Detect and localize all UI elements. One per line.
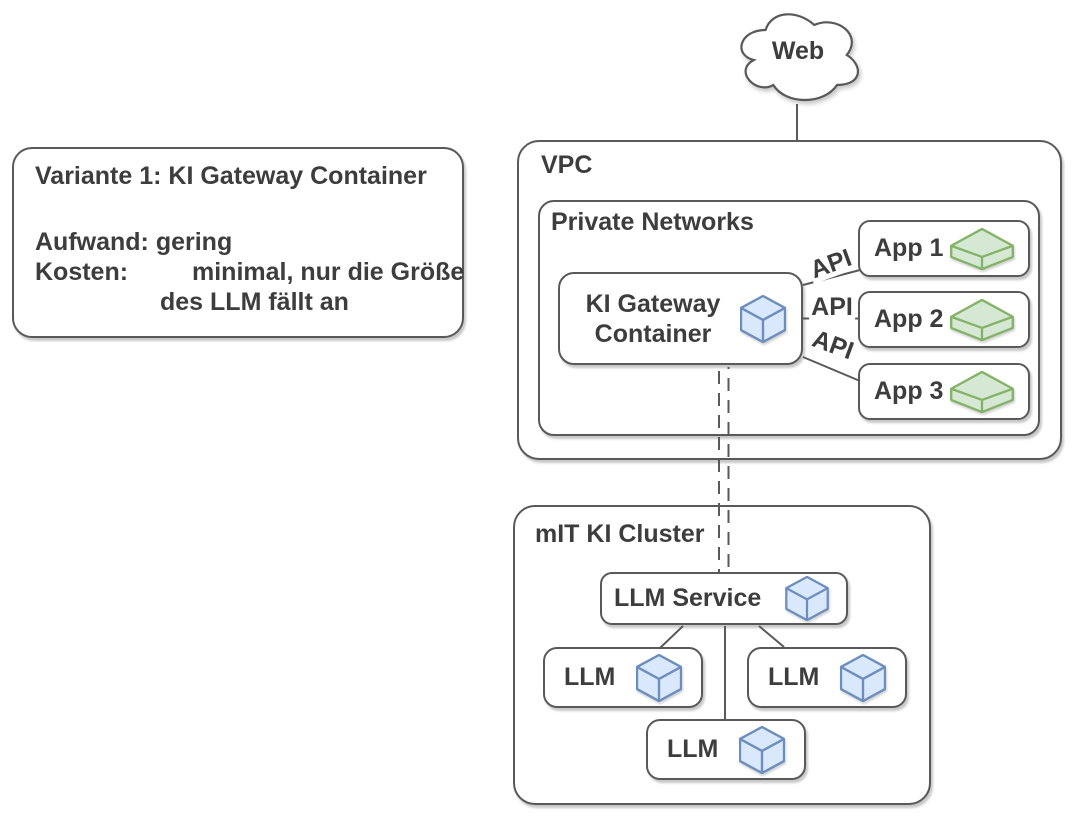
llm-node-3: LLM	[646, 719, 806, 780]
gateway-label-line2: Container	[594, 319, 712, 348]
web-cloud-label: Web	[771, 36, 825, 65]
kosten-value: minimal, nur die Größe	[192, 258, 465, 286]
app-2-node: App 2	[858, 291, 1030, 348]
ki-gateway-container-node: KI Gateway Container	[558, 272, 803, 365]
web-cloud-shape	[740, 13, 860, 102]
cloud-icon	[740, 13, 860, 102]
app-3-label: App 3	[874, 377, 944, 405]
llm-service-label: LLM Service	[614, 584, 762, 612]
api-edge-label-2: API	[809, 293, 855, 321]
llm-2-label: LLM	[768, 663, 820, 691]
llm-1-label: LLM	[564, 663, 616, 691]
llm-node-1: LLM	[543, 647, 703, 708]
note-row-aufwand: Aufwand: gering	[35, 227, 444, 257]
app-2-label: App 2	[874, 305, 944, 333]
cube-icon	[636, 653, 682, 702]
llm-node-2: LLM	[747, 647, 907, 708]
cluster-label: mIT KI Cluster	[535, 520, 705, 548]
note-box: Variante 1: KI Gateway Container Aufwand…	[12, 147, 464, 338]
app-1-node: App 1	[858, 220, 1030, 277]
kosten-label: Kosten:	[35, 258, 129, 286]
gateway-label-line1: KI Gateway	[585, 289, 721, 318]
vpc-label: VPC	[541, 151, 593, 179]
private-networks-label: Private Networks	[551, 208, 754, 236]
cube-icon	[840, 653, 886, 702]
llm-service-node: LLM Service	[600, 572, 848, 625]
app-slab-icon	[950, 227, 1014, 270]
note-row-kosten: Kosten: minimal, nur die Größe	[35, 257, 464, 287]
note-title: Variante 1: KI Gateway Container	[35, 162, 427, 190]
kosten-value-line2: des LLM fällt an	[160, 288, 349, 316]
cube-icon	[740, 294, 786, 343]
app-3-node: App 3	[858, 363, 1030, 420]
app-slab-icon	[950, 298, 1014, 341]
app-1-label: App 1	[874, 234, 944, 262]
aufwand-value: gering	[155, 228, 233, 256]
gateway-label: KI Gateway Container	[582, 289, 724, 349]
app-slab-icon	[950, 370, 1014, 413]
aufwand-label: Aufwand:	[35, 228, 149, 256]
cube-icon	[739, 725, 785, 774]
llm-3-label: LLM	[667, 735, 719, 763]
cube-icon	[785, 576, 829, 621]
